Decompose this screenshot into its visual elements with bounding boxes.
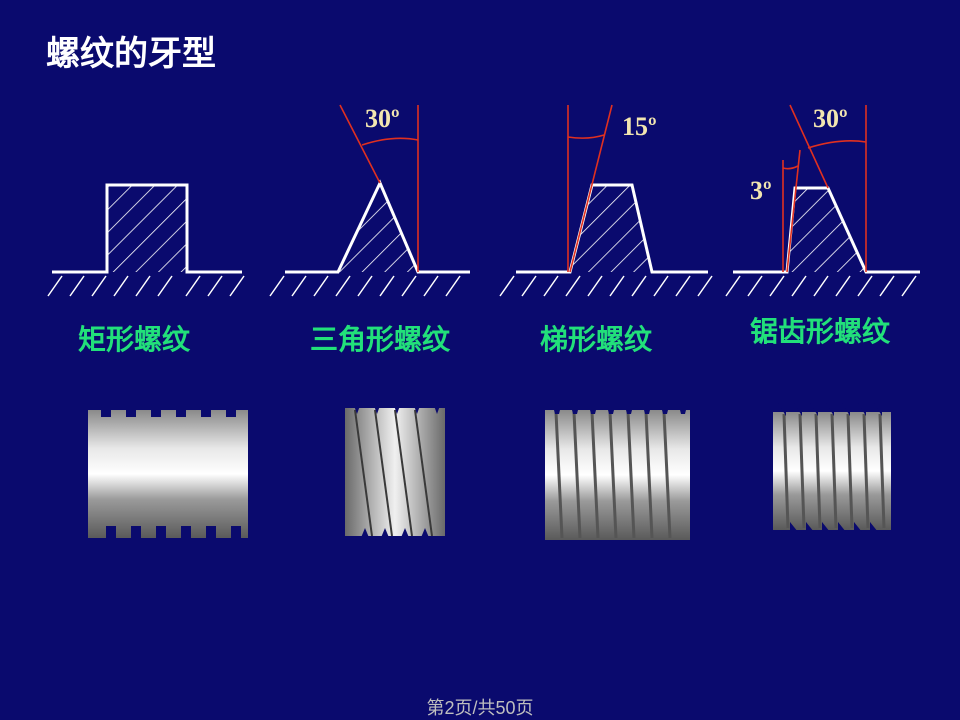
buttress-thread-label: 锯齿形螺纹 [750, 315, 891, 348]
buttress-thread-image [773, 403, 891, 532]
buttress-small-angle-label: 3º [750, 176, 772, 205]
rectangular-profile [47, 183, 245, 297]
triangular-thread-label: 三角形螺纹 [310, 323, 451, 356]
triangular-angle-label: 30º [365, 104, 400, 133]
trapezoidal-angle-label: 15º [622, 112, 657, 141]
trapezoidal-thread-image [545, 402, 690, 540]
triangular-profile [269, 104, 470, 297]
trapezoidal-thread-label: 梯形螺纹 [540, 323, 653, 356]
rectangular-thread-label: 矩形螺纹 [78, 323, 191, 356]
buttress-angle-label: 30º [813, 104, 848, 133]
rectangular-thread-image [88, 405, 248, 540]
trapezoidal-profile [499, 104, 713, 297]
buttress-profile [725, 104, 920, 297]
page-footer: 第2页/共50页 [426, 698, 534, 718]
slide-title: 螺纹的牙型 [46, 34, 216, 74]
triangular-thread-image [345, 400, 445, 540]
